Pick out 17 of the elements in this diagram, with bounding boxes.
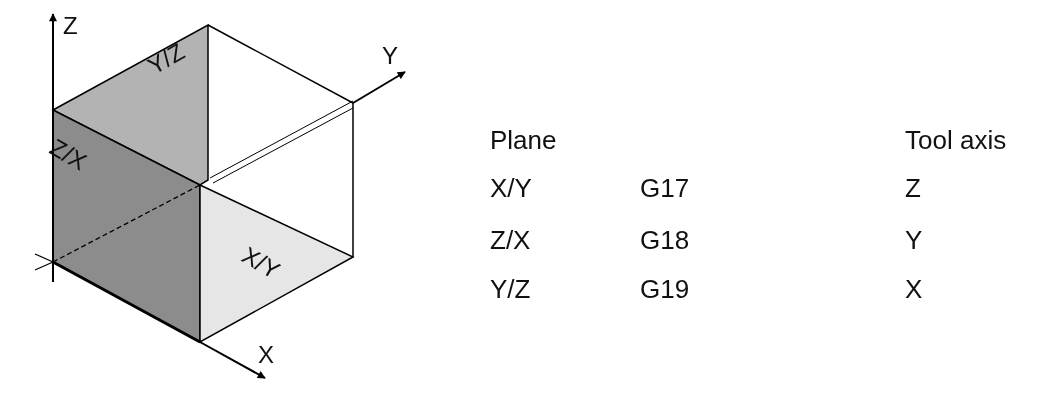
table-cell-text: X [905, 276, 923, 302]
plane-label: X/Y [238, 243, 284, 284]
table-header: Plane [490, 127, 557, 153]
axis-label: Y [382, 44, 398, 68]
axis-label: Z [63, 14, 78, 38]
table-cell-text: X/Y [490, 175, 532, 201]
table-cell-text: G19 [640, 276, 690, 302]
plane-label: Y/Z [144, 39, 189, 79]
table-cell-text: Y [905, 227, 923, 253]
table-cell-text: Z/X [490, 227, 531, 253]
table-cell-text: G18 [640, 227, 690, 253]
plane-label: Z/X [46, 135, 91, 175]
table-header: Tool axis [905, 127, 1007, 153]
table-cell-text: G17 [640, 175, 690, 201]
table-cell-text: Z [905, 175, 921, 201]
axis-label: X [258, 343, 274, 367]
table-cell-text: Y/Z [490, 276, 531, 302]
